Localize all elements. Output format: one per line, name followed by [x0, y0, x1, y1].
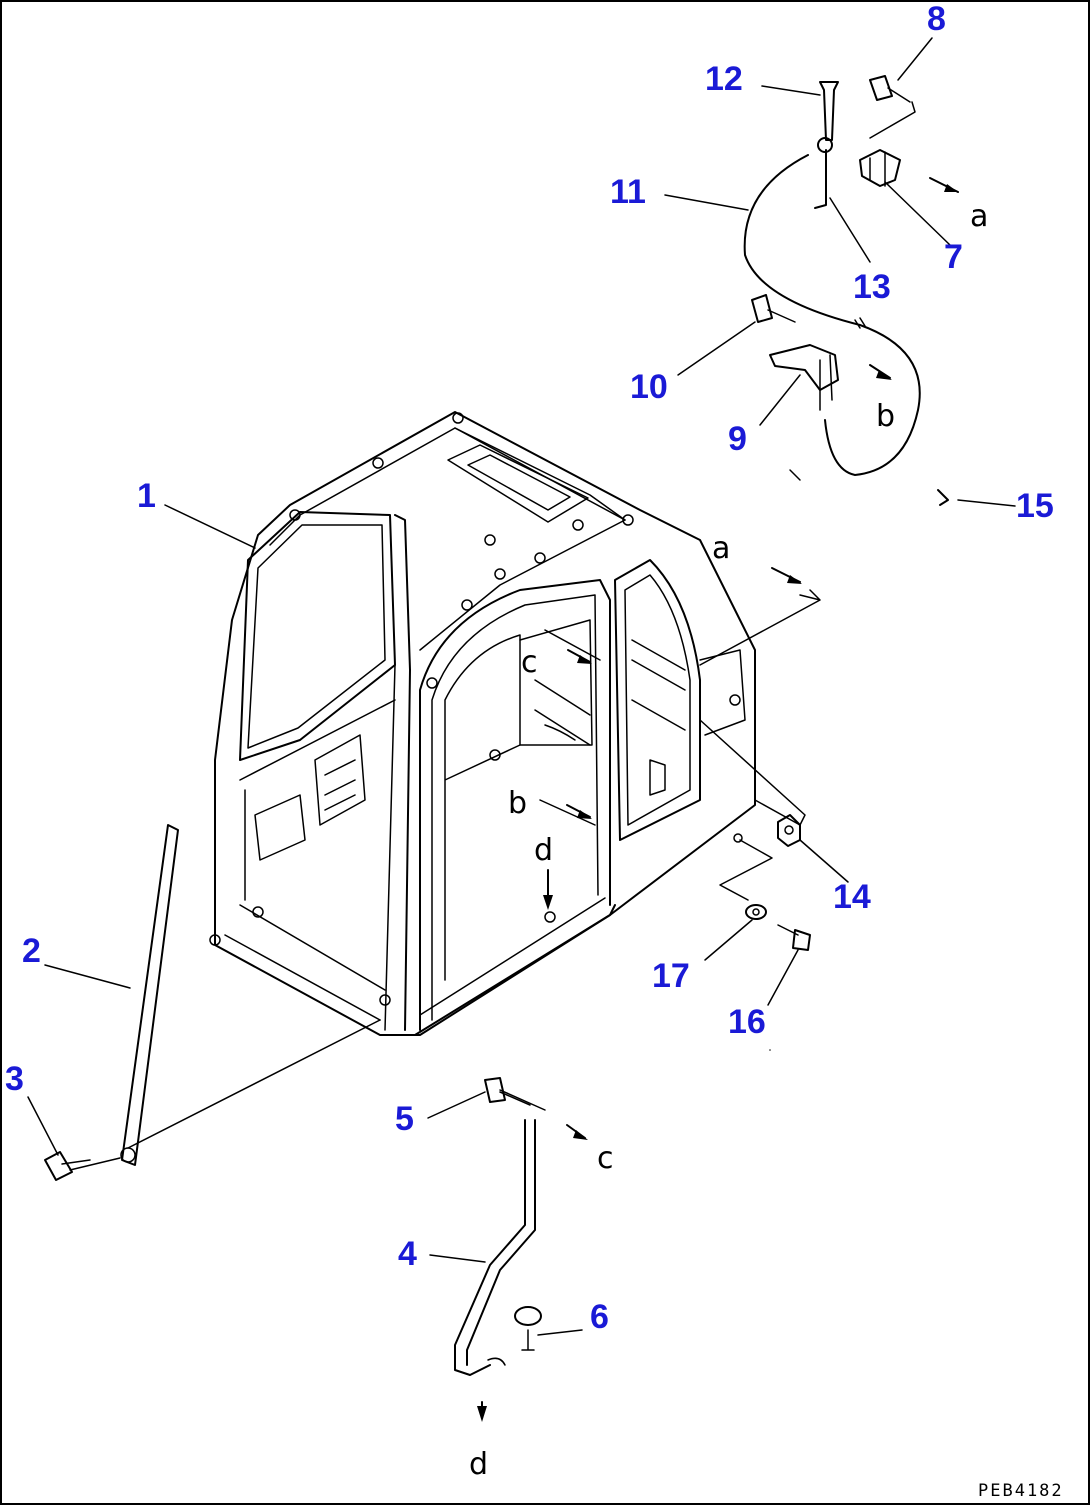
- ref-d-bottom: d: [469, 1447, 488, 1482]
- part-15-clip: [937, 489, 949, 506]
- ref-a-top: a: [970, 199, 988, 234]
- ref-b-cab: b: [508, 786, 527, 821]
- assembly-lines: [69, 101, 916, 1171]
- part-11-hose: [743, 154, 921, 476]
- reference-arrows: [477, 177, 959, 1422]
- part-4-pipe: [454, 1119, 526, 1376]
- part-number-15: 15: [1016, 487, 1054, 525]
- part-17-washer: [745, 904, 767, 920]
- cab-frame: [209, 411, 756, 1036]
- part-number-3: 3: [5, 1060, 24, 1098]
- part-5-bolt: [484, 1077, 531, 1106]
- part-number-5: 5: [395, 1100, 414, 1138]
- part-10-bolt: [751, 294, 796, 323]
- part-8-bolt: [869, 75, 911, 103]
- part-13-pin: [814, 149, 827, 209]
- part-number-10: 10: [630, 368, 668, 406]
- ref-c-cab: c: [521, 645, 538, 680]
- part-6-cap: [514, 1306, 542, 1351]
- part-4-pipe-edge: [466, 1119, 536, 1366]
- part-number-13: 13: [853, 268, 891, 306]
- part-number-6: 6: [590, 1298, 609, 1336]
- part-number-11: 11: [610, 173, 646, 211]
- part-number-14: 14: [833, 878, 871, 916]
- part-9-clamp: [769, 344, 839, 411]
- part-16-bolt: [777, 924, 811, 951]
- part-number-1: 1: [137, 477, 156, 515]
- part-number-9: 9: [728, 420, 747, 458]
- part-3-bolt: [44, 1151, 91, 1181]
- part-7-clamp: [859, 149, 901, 187]
- part-number-2: 2: [22, 932, 41, 970]
- part-number-8: 8: [927, 0, 946, 38]
- reference-letters: a b a c b d c d: [469, 199, 988, 1482]
- part-number-labels: 1 2 3 4 5 6 7 8 9 10 11 12 13 14 15 16 1…: [5, 0, 1054, 1336]
- drawing-code: PEB4182: [978, 1481, 1064, 1501]
- part-number-4: 4: [398, 1235, 417, 1273]
- part-number-16: 16: [728, 1003, 766, 1041]
- ref-c-bottom: c: [597, 1141, 614, 1176]
- part-number-17: 17: [652, 957, 690, 995]
- ref-a-cab: a: [712, 531, 730, 566]
- leader-lines: [27, 37, 1016, 1336]
- ref-b-top: b: [876, 399, 895, 434]
- ref-d-cab: d: [534, 833, 553, 868]
- part-number-12: 12: [705, 60, 743, 98]
- part-12-pin: [817, 81, 839, 153]
- part-number-7: 7: [944, 238, 963, 276]
- part-2-hose: [121, 824, 179, 1166]
